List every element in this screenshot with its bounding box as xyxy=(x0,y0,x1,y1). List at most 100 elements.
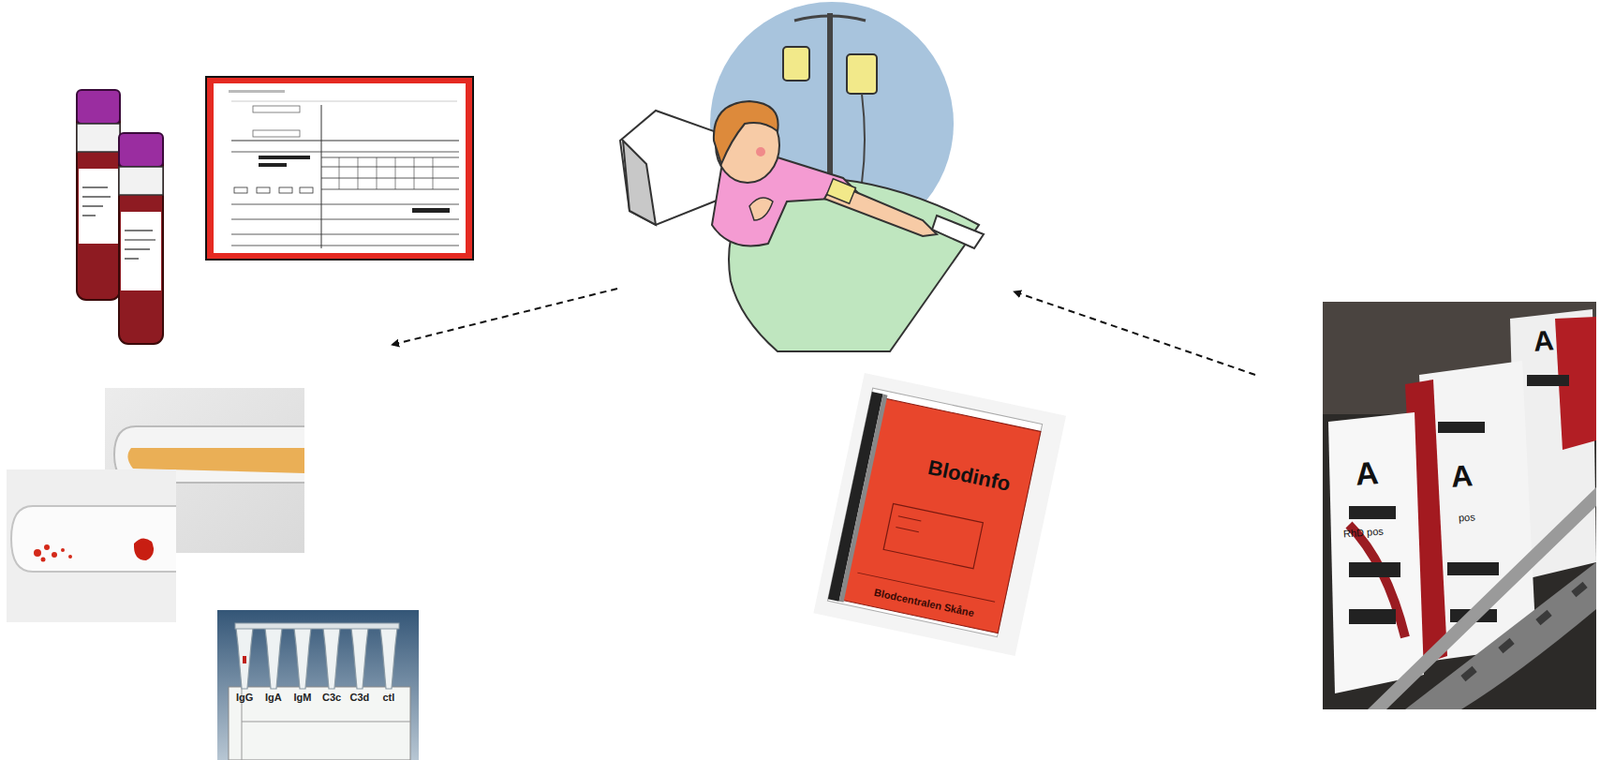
blood-group-label: A xyxy=(1449,459,1473,492)
patient-illustration-part xyxy=(932,215,984,249)
blood-bags-photo-part xyxy=(1328,412,1424,694)
info-booklet-part xyxy=(839,394,889,603)
request-form-part xyxy=(228,89,285,93)
sample-tubes-part xyxy=(82,186,108,188)
gel-card-part-part xyxy=(236,627,253,689)
gel-card-part xyxy=(242,655,247,664)
agglutination-photo-part xyxy=(11,505,177,572)
request-form-part xyxy=(395,157,397,190)
agglutination-photo-part xyxy=(133,537,154,561)
sample-tubes-part xyxy=(82,205,104,207)
patient-illustration-part xyxy=(846,54,877,94)
info-booklet-part xyxy=(828,391,884,602)
request-form-part xyxy=(321,189,460,191)
request-form-part xyxy=(234,187,248,193)
request-form xyxy=(206,76,474,260)
request-form-part xyxy=(231,234,460,236)
gel-card-part-part xyxy=(323,627,341,689)
request-form-part xyxy=(432,157,434,190)
gel-column-label: IgM xyxy=(294,692,312,703)
blood-bags-photo-part-part xyxy=(1570,581,1587,597)
info-booklet-part xyxy=(827,387,1042,637)
blood-bags-photo-part-part xyxy=(1348,562,1401,578)
request-form-part xyxy=(321,157,460,159)
blood-group-label: A xyxy=(1353,456,1379,490)
request-form-part xyxy=(258,162,287,167)
gel-column-label: IgA xyxy=(265,692,282,703)
blood-group-label: A xyxy=(1532,325,1556,356)
request-form-part xyxy=(252,105,300,113)
gel-card-part xyxy=(228,686,411,760)
patient-illustration-part xyxy=(783,46,810,81)
patient-illustration-part xyxy=(749,197,773,221)
blood-bags-photo-part xyxy=(1348,374,1570,624)
blood-bags-photo-part xyxy=(1322,301,1597,710)
gel-card-part-part xyxy=(380,627,398,689)
blood-bags-photo-part-part xyxy=(1437,421,1485,433)
blood-bags-photo-part-part xyxy=(1447,562,1499,576)
patient-illustration xyxy=(620,1,984,352)
agglutination-photo-part xyxy=(44,544,50,550)
request-form-part xyxy=(321,166,460,168)
blood-bags-photo-part-part xyxy=(1526,374,1570,386)
blood-bags-photo-part-part xyxy=(1535,609,1552,625)
agglutination-photo-part xyxy=(41,557,46,563)
blood-bags-photo-part-part xyxy=(1497,637,1514,653)
patient-illustration-part xyxy=(622,140,656,225)
agglutination-photo-part xyxy=(68,554,73,559)
request-form-part xyxy=(357,157,359,190)
sample-tubes-part xyxy=(118,140,163,344)
sample-tubes-part xyxy=(118,133,163,167)
blood-bags-photo-part-part xyxy=(1348,608,1396,624)
gel-card-part xyxy=(236,627,398,689)
agglutination-photo-part xyxy=(33,548,42,557)
request-form-part xyxy=(231,219,460,221)
patient-illustration-part xyxy=(827,178,857,204)
gel-card-part-part xyxy=(351,627,369,689)
blood-bags-photo-part xyxy=(1460,581,1587,682)
info-booklet-part xyxy=(895,527,919,533)
sample-tubes xyxy=(76,89,163,344)
gel-card-part xyxy=(241,721,411,723)
patient-illustration-part xyxy=(728,177,979,352)
gel-column-label: C3c xyxy=(322,692,341,703)
gel-column-label: IgG xyxy=(236,692,253,703)
request-form-part xyxy=(206,76,474,260)
request-form-part xyxy=(231,140,460,142)
info-booklet-part xyxy=(898,516,921,521)
gel-card-part xyxy=(235,622,400,629)
agglutination-photo xyxy=(6,387,305,623)
info-booklet-part xyxy=(883,503,983,568)
patient-illustration-part xyxy=(847,93,865,193)
request-form-part xyxy=(414,157,415,190)
request-form-part xyxy=(321,104,323,249)
rhd-label: RhD pos xyxy=(1342,525,1383,539)
request-form-part xyxy=(339,157,341,190)
patient-illustration-part xyxy=(794,15,866,21)
request-form-part xyxy=(231,151,460,153)
request-form-part xyxy=(376,157,378,190)
blood-bags-photo-part xyxy=(1348,524,1406,638)
gel-card xyxy=(217,609,419,760)
request-form-part xyxy=(252,130,300,137)
sample-tubes-part xyxy=(82,195,111,197)
flow-arrow xyxy=(391,288,618,345)
request-form-part xyxy=(321,177,460,179)
info-booklet xyxy=(813,372,1067,656)
request-form-part xyxy=(258,155,311,160)
request-form-part xyxy=(299,187,313,193)
sample-tubes-part xyxy=(76,97,120,300)
blood-bags-photo-part xyxy=(1367,487,1597,710)
request-form-part xyxy=(256,187,270,193)
patient-illustration-part xyxy=(755,147,766,157)
flow-arrow xyxy=(1013,291,1256,375)
sample-tubes-part xyxy=(120,211,162,291)
request-form-part xyxy=(412,207,450,213)
sample-tubes-part xyxy=(118,166,163,195)
request-form-part xyxy=(231,245,460,247)
request-form-part xyxy=(231,204,460,206)
blood-bags-photo xyxy=(1322,301,1597,710)
agglutination-photo-part xyxy=(6,469,177,623)
patient-illustration-part xyxy=(713,101,779,164)
